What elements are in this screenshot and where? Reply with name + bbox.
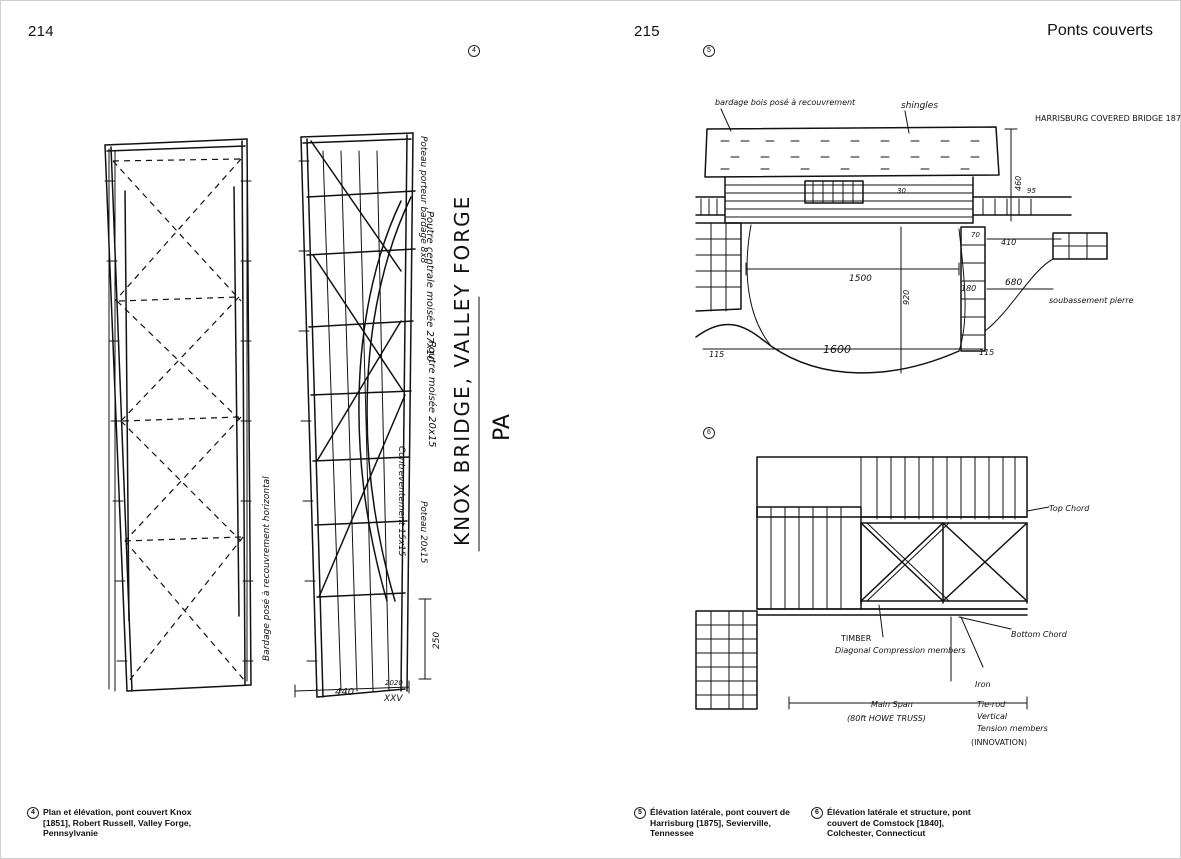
label-dim-1500: 1500 (849, 274, 872, 284)
knox-bridge-drawing: Poteau porteur bardage 8x8 Poutre centra… (104, 132, 515, 704)
harrisburg-ground (695, 224, 1054, 374)
label-dim-1600: 1600 (823, 343, 851, 356)
harrisburg-abutments (695, 222, 1108, 352)
drawing-title-knox: KNOX BRIDGE, VALLEY FORGE (450, 195, 474, 546)
label-dim-920: 920 (902, 290, 911, 305)
figure-marker-4: 4 (468, 45, 480, 57)
harrisburg-roof (704, 126, 1000, 178)
label-dim-30: 30 (897, 187, 906, 195)
label-dim-180: 180 (961, 284, 976, 293)
label-shingles: shingles (901, 101, 938, 111)
caption-marker-4: 4 (27, 807, 39, 819)
label-main-span: Main Span (871, 700, 913, 709)
label-contreventement: Contreventement 15x15 (396, 446, 406, 557)
figure-marker-6: 6 (703, 427, 715, 439)
label-dim-250: 250 (432, 632, 442, 649)
knox-elevation-view (298, 132, 416, 698)
caption-marker-6: 6 (811, 807, 823, 819)
label-dim-410: 410 (1001, 238, 1016, 247)
label-dim-115a: 115 (709, 350, 724, 359)
caption-text-5: Élévation latérale, pont couvert de Harr… (650, 807, 790, 839)
label-dim-95: 95 (1027, 187, 1036, 195)
right-page: 215 Ponts couverts 5 6 (591, 1, 1181, 858)
caption-figure-4: 4 Plan et élévation, pont couvert Knox [1… (27, 807, 208, 839)
comstock-upper-boards (756, 456, 1028, 520)
running-head: Ponts couverts (1047, 22, 1153, 39)
comstock-left-boards (756, 506, 862, 610)
label-bottom-chord: Bottom Chord (1011, 630, 1068, 639)
label-soubassement: soubassement pierre (1049, 296, 1134, 305)
label-tie-rod: Tie-rod (977, 700, 1006, 709)
caption-text-4: Plan et élévation, pont couvert Knox [18… (43, 807, 192, 839)
label-span-note: (80ft HOWE TRUSS) (847, 714, 926, 723)
caption-text-6: Élévation latérale et structure, pont co… (827, 807, 971, 839)
label-innovation: (INNOVATION) (971, 738, 1027, 747)
harrisburg-bridge-drawing: bardage bois posé à recouvrement shingle… (695, 97, 1181, 374)
label-diagonal: Diagonal Compression members (835, 646, 966, 655)
label-date: 2020 (385, 679, 403, 687)
comstock-stone-abutment (695, 610, 758, 710)
label-bardage-note: Bardage posé à recouvrement horizontal (261, 476, 272, 661)
dimension-lines (294, 598, 432, 698)
label-poteau-bardage: Poteau porteur bardage 8x8 (418, 136, 428, 264)
harrisburg-body (695, 176, 1072, 224)
label-signature: XXV (383, 694, 403, 704)
knox-plan-view (104, 138, 254, 692)
label-harrisburg-title: HARRISBURG COVERED BRIDGE 1875 (1035, 114, 1181, 123)
caption-marker-5: 5 (634, 807, 646, 819)
harrisburg-dimensions (702, 128, 1062, 374)
figure-marker-5: 5 (703, 45, 715, 57)
label-dim-680: 680 (1005, 278, 1022, 288)
page-number-left: 214 (28, 23, 54, 40)
label-dim-460: 460 (1014, 176, 1023, 191)
label-poutre-centrale: Poutre centrale moisée 27x10 (424, 211, 436, 362)
drawing-title-pa: PA (490, 414, 515, 441)
label-vertical: Vertical (977, 712, 1008, 721)
comstock-truss (860, 516, 1028, 610)
page-number-right: 215 (634, 23, 660, 40)
label-top-chord: Top Chord (1049, 504, 1090, 513)
label-iron: Iron (975, 680, 991, 689)
comstock-bridge-drawing: Top Chord Bottom Chord TIMBER Diagonal C… (695, 456, 1090, 747)
label-poteau-20: Poteau 20x15 (418, 501, 428, 564)
left-page: 214 4 (1, 1, 591, 858)
label-timber: TIMBER (840, 634, 872, 643)
caption-figure-5: 5 Élévation latérale, pont couvert de Har… (634, 807, 800, 839)
label-bardage: bardage bois posé à recouvrement (715, 97, 856, 107)
label-dim-70: 70 (971, 231, 980, 239)
label-dim-440: 440 (335, 687, 354, 698)
label-tension: Tension members (977, 724, 1048, 733)
caption-figure-6: 6 Élévation latérale et structure, pont c… (811, 807, 982, 839)
label-dim-115b: 115 (979, 348, 994, 357)
label-poutre-moisee: Poutre moisée 20x15 (426, 341, 438, 448)
